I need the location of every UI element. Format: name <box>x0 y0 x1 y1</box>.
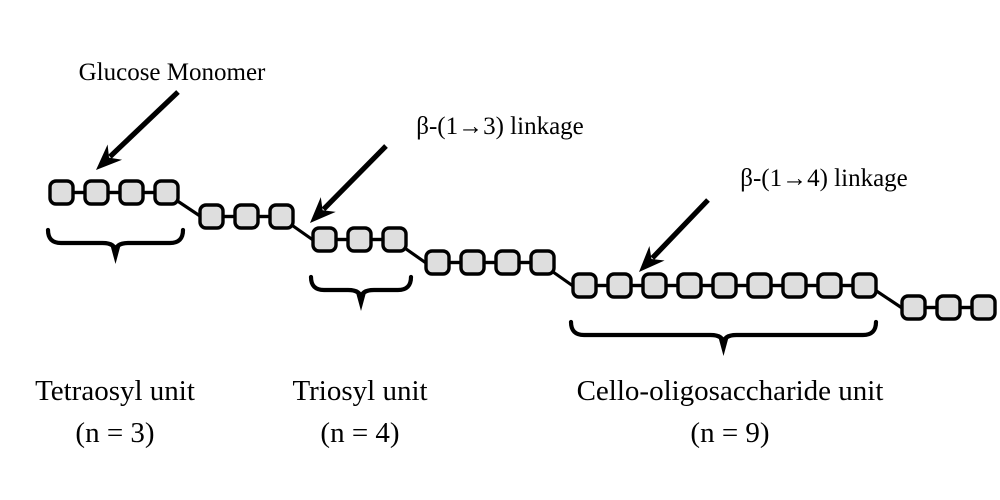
glucose-monomer-square <box>83 179 110 206</box>
glycosidic-linkage-line <box>873 288 904 310</box>
glucose-monomer-square <box>48 179 75 206</box>
unit-count-label: (n = 3) <box>75 417 154 449</box>
annotation-arrow-shaft <box>650 198 710 260</box>
monomer-row <box>311 226 408 253</box>
glucose-monomer-square <box>268 203 295 230</box>
brace-center-tip <box>356 294 366 311</box>
annotation-arrow-head <box>96 144 123 170</box>
glucose-monomer-square <box>900 294 927 321</box>
monomer-row <box>900 294 997 321</box>
unit-name-label: Tetraosyl unit <box>35 375 195 407</box>
glucose-monomer-square <box>459 249 486 276</box>
glucose-monomer-square <box>233 203 260 230</box>
brace-center-tip <box>718 339 729 356</box>
glucose-monomer-square <box>746 272 773 299</box>
glucose-monomer-square <box>571 272 598 299</box>
unit-count-label: (n = 4) <box>320 417 399 449</box>
annotation-arrow-head <box>639 245 665 272</box>
glucose-monomer-square <box>311 226 338 253</box>
glucose-monomer-square <box>970 294 997 321</box>
glucose-monomer-square <box>346 226 373 253</box>
brace-center-tip <box>110 247 121 264</box>
glucose-monomer-square <box>851 272 878 299</box>
glucose-monomer-square <box>816 272 843 299</box>
monomer-row <box>571 272 878 299</box>
monomer-chain-group <box>48 179 997 321</box>
annotation-label-group: Glucose Monomer β-(1→3) linkage β-(1→4) li… <box>79 59 908 192</box>
glucose-monomer-square <box>529 249 556 276</box>
glucose-monomer-square <box>606 272 633 299</box>
glucose-monomer-square <box>198 203 225 230</box>
annotation-arrow-group <box>96 90 710 272</box>
glucose-monomer-square <box>711 272 738 299</box>
glucose-monomer-square <box>641 272 668 299</box>
annotation-label: β-(1→3) linkage <box>416 113 584 140</box>
glucose-monomer-square <box>381 226 408 253</box>
glucose-monomer-square <box>676 272 703 299</box>
glucose-monomer-square <box>153 179 180 206</box>
glucose-monomer-square <box>494 249 521 276</box>
glucose-monomer-square <box>781 272 808 299</box>
monomer-row <box>48 179 180 206</box>
annotation-label: Glucose Monomer <box>79 59 266 86</box>
unit-name-label: Triosyl unit <box>292 375 427 407</box>
glucose-monomer-square <box>424 249 451 276</box>
glucose-monomer-square <box>935 294 962 321</box>
annotation-arrow-head <box>310 197 336 223</box>
annotation-arrow-shaft <box>108 90 180 159</box>
unit-label-group: Tetraosyl unit (n = 3) Triosyl unit (n = 4)… <box>35 375 883 449</box>
glucose-monomer-square <box>118 179 145 206</box>
monomer-row <box>198 203 295 230</box>
unit-name-label: Cello-oligosaccharide unit <box>577 375 884 407</box>
annotation-arrow-shaft <box>321 144 388 212</box>
unit-brace-group <box>45 227 879 356</box>
unit-count-label: (n = 9) <box>690 417 769 449</box>
monomer-row <box>424 249 556 276</box>
annotation-label: β-(1→4) linkage <box>740 165 908 192</box>
